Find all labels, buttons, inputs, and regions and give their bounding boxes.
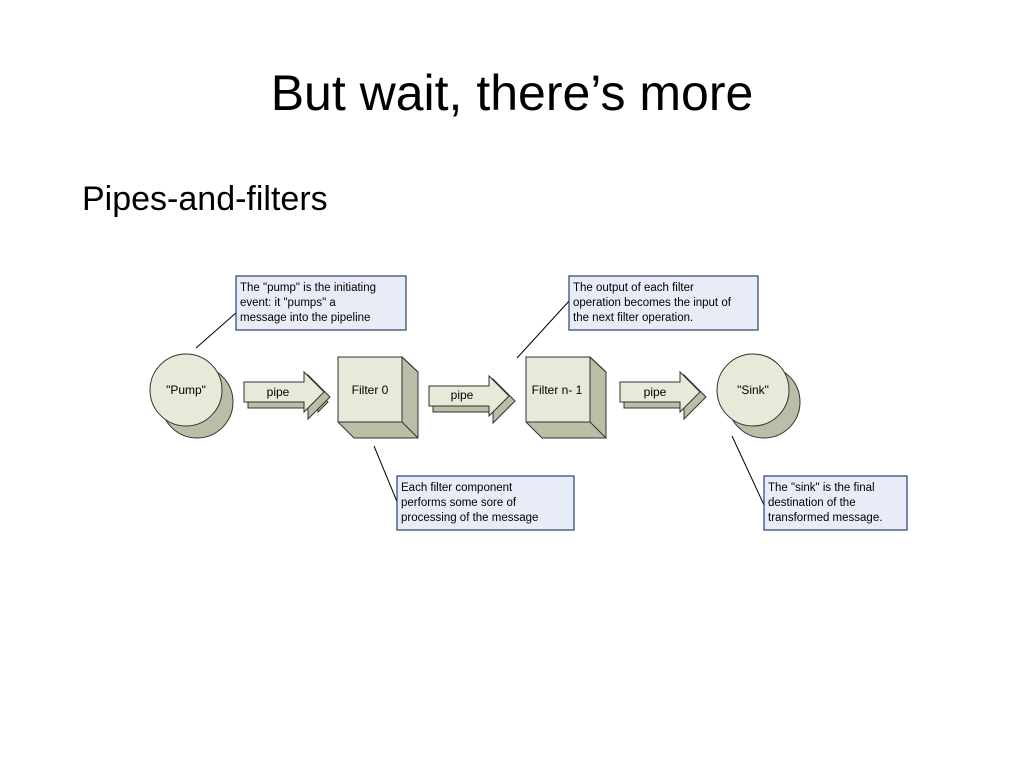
filter-callout: Each filter component performs some sore… (396, 475, 575, 531)
pump-node: "Pump" (149, 353, 234, 439)
output-callout-line-1: The output of each filter (573, 282, 694, 294)
pump-callout-line-2: event: it "pumps" a (240, 297, 336, 309)
filter-n-1-node: Filter n- 1 (525, 356, 607, 439)
output-callout-line-2: operation becomes the input of (573, 297, 732, 309)
filter-n-1-label: Filter n- 1 (532, 383, 583, 397)
filter-callout-line-3: processing of the message (401, 512, 538, 524)
pipe-arrow-1: pipe (243, 370, 331, 421)
pump-callout: The "pump" is the initiating event: it "… (235, 275, 407, 331)
filter-callout-line-2: performs some sore of (401, 497, 517, 509)
output-callout-leader (516, 299, 571, 359)
filter-0-node: Filter 0 (337, 356, 419, 439)
slide-title: But wait, there’s more (270, 65, 754, 121)
pipe-label-3: pipe (644, 385, 667, 399)
output-callout-line-3: the next filter operation. (573, 312, 693, 324)
pump-callout-leader (195, 311, 238, 349)
pump-callout-line-1: The "pump" is the initiating (240, 282, 376, 294)
pipe-label-2: pipe (451, 388, 474, 402)
svg-text:The "pump" is the initiating: The "pump" is the initiating event: it "… (240, 282, 379, 324)
pipe-label-1: pipe (267, 385, 290, 399)
pump-callout-line-3: message into the pipeline (240, 312, 370, 324)
sink-callout: The "sink" is the final destination of t… (763, 475, 908, 531)
sink-callout-leader (731, 435, 765, 506)
output-callout: The output of each filter operation beco… (568, 275, 759, 331)
svg-text:The output of each filter: The output of each filter operation beco… (573, 282, 734, 324)
sink-callout-line-2: destination of the (768, 497, 856, 509)
pump-label: "Pump" (166, 383, 206, 397)
pipe-arrow-2: pipe (428, 374, 516, 425)
sink-node: "Sink" (716, 353, 801, 439)
bullet-text: Pipes-and-filters (82, 180, 328, 218)
sink-callout-line-1: The "sink" is the final (768, 482, 875, 494)
filter-callout-line-1: Each filter component (401, 482, 513, 494)
filter-0-label: Filter 0 (352, 383, 389, 397)
svg-text:Each filter component pe: Each filter component performs some sore… (401, 482, 538, 524)
pipe-arrow-3: pipe (619, 370, 707, 421)
filter-callout-leader (373, 445, 399, 505)
sink-label: "Sink" (737, 383, 769, 397)
sink-callout-line-3: transformed message. (768, 512, 882, 524)
svg-text:The "sink" is the final: The "sink" is the final destination of t… (768, 482, 882, 524)
